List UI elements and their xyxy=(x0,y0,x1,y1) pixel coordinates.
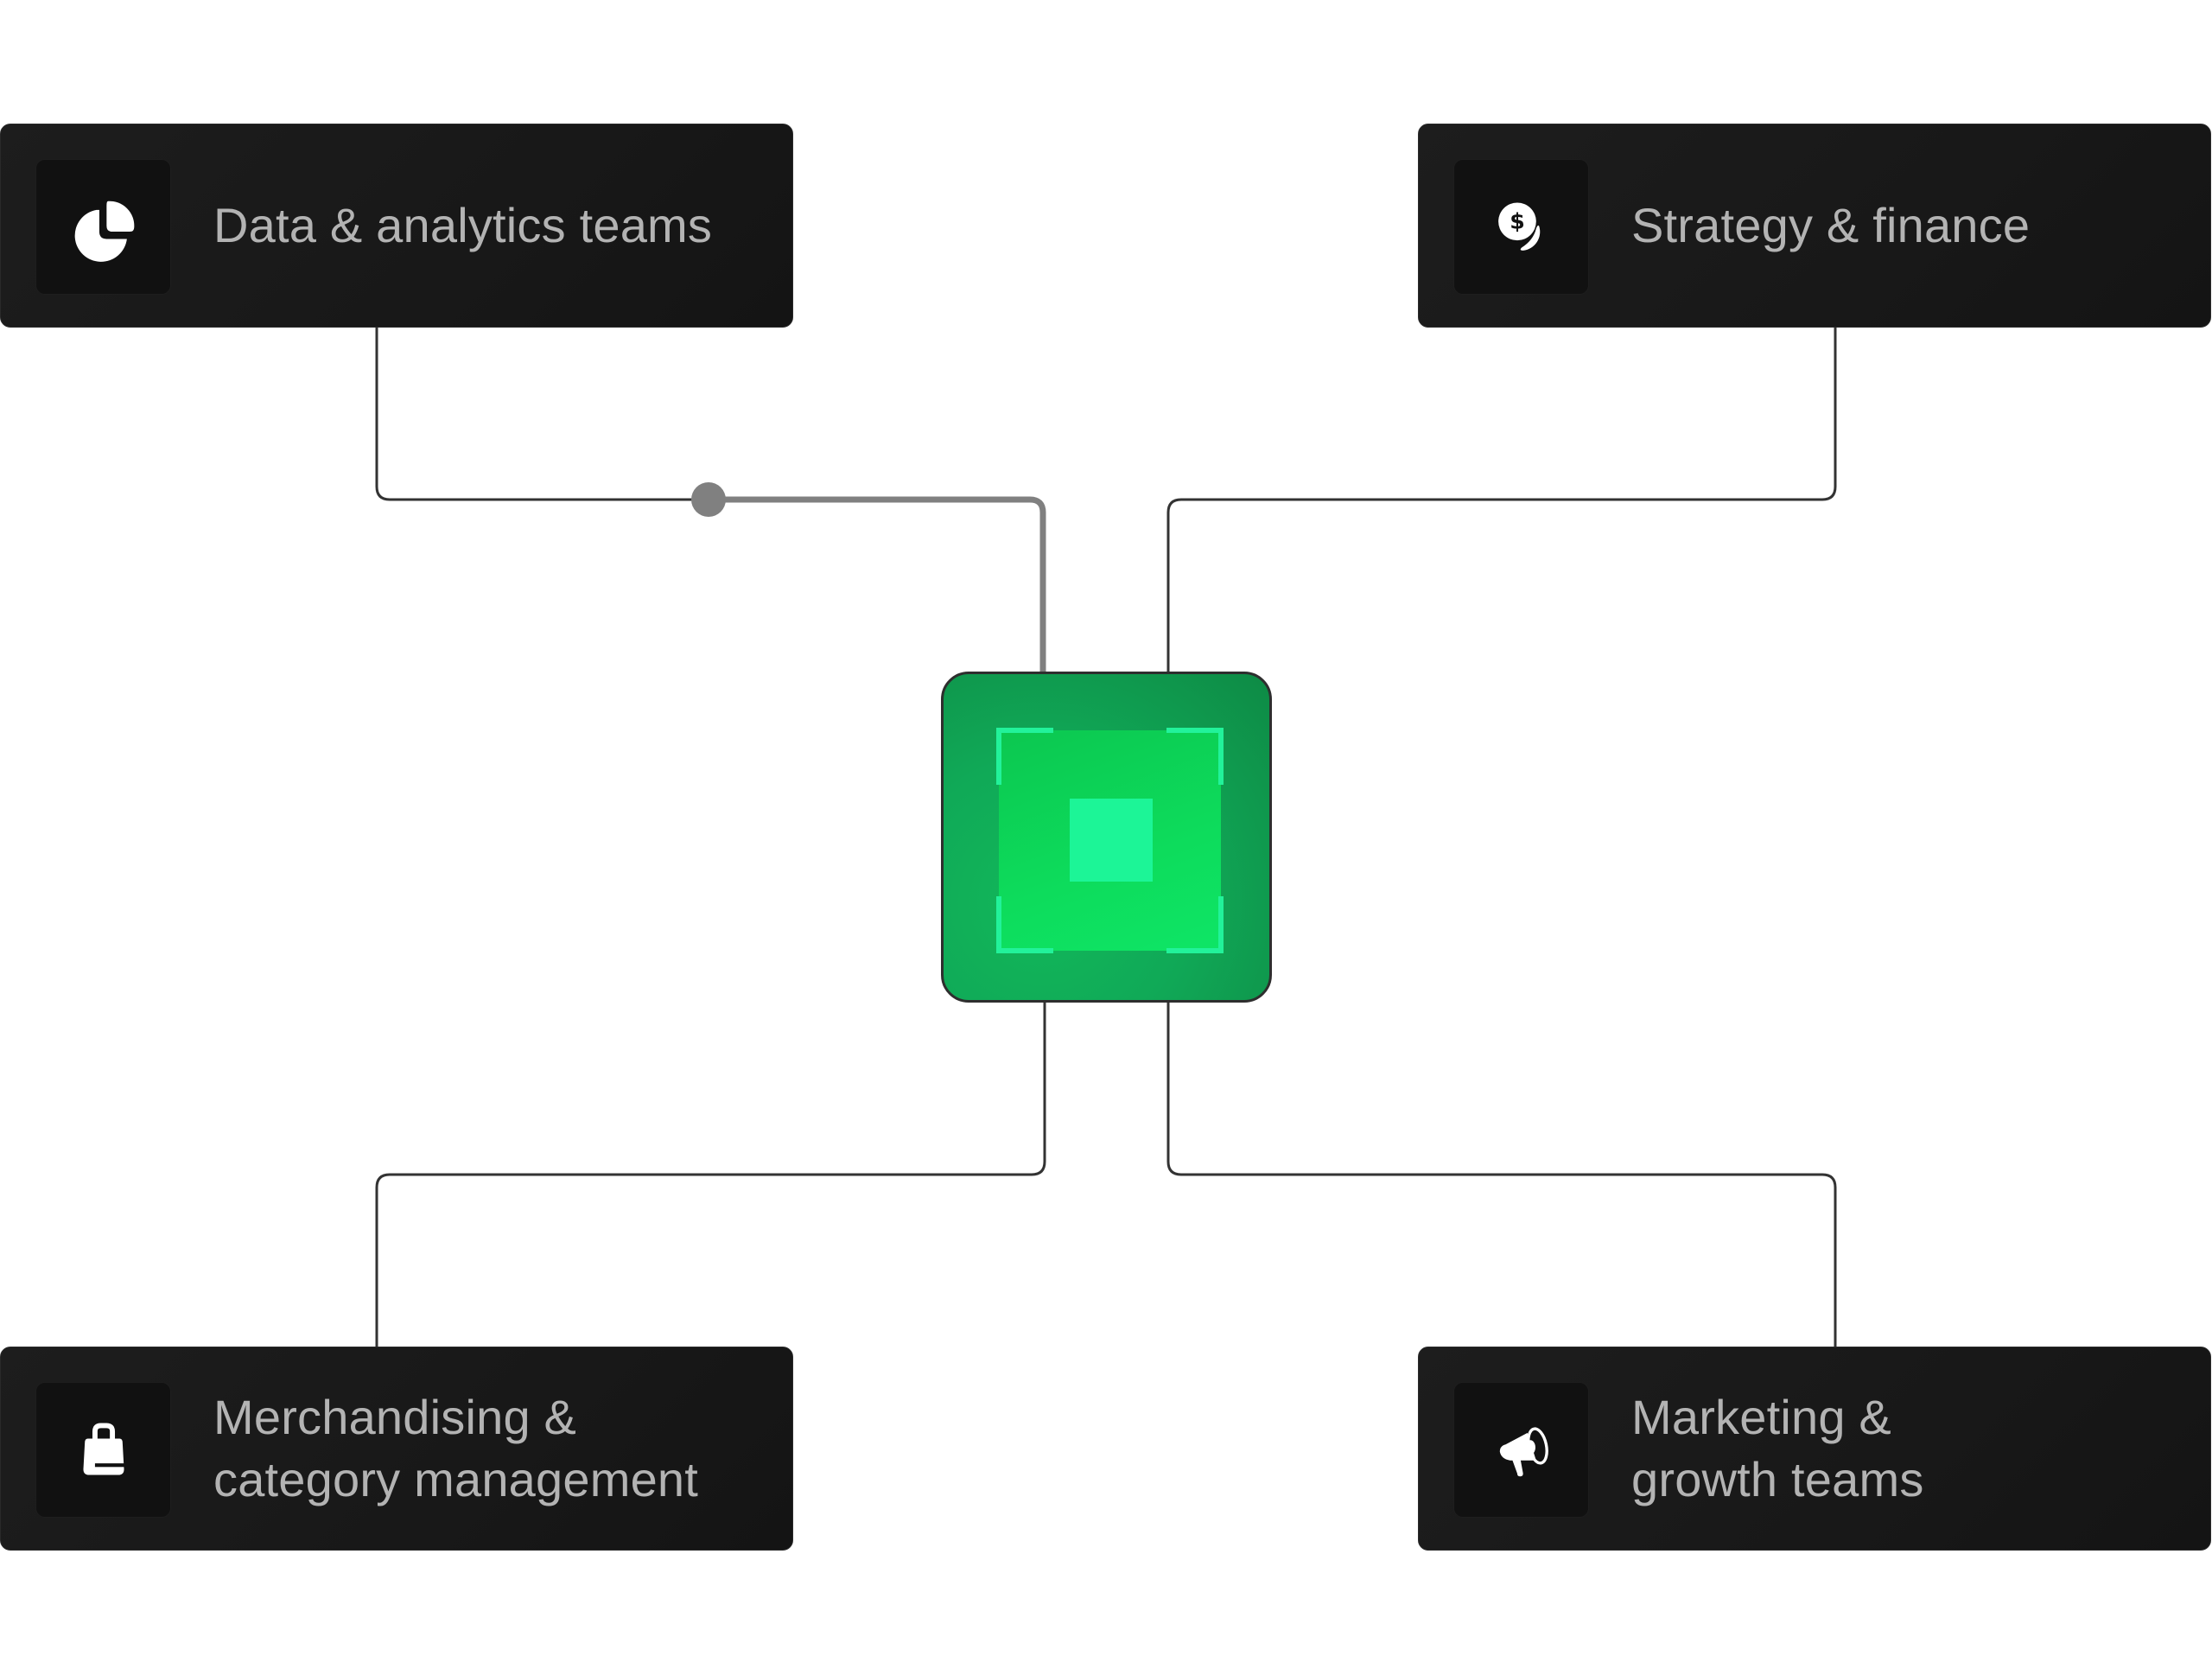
icon-box xyxy=(35,159,171,295)
corner-bracket-bottom-right xyxy=(1166,896,1224,953)
node-card-data-analytics[interactable]: Data & analytics teams xyxy=(0,124,793,328)
connector-hub-to-merch xyxy=(375,1002,1046,1347)
connector-strategy-to-hub xyxy=(1166,328,1837,673)
connector-data-to-hub-highlight xyxy=(709,496,1046,673)
node-label-line: category management xyxy=(213,1452,699,1506)
node-label: Marketing & growth teams xyxy=(1631,1386,1924,1511)
node-label-line: Data & analytics teams xyxy=(213,198,713,252)
connector-data-to-hub-dark xyxy=(375,328,709,501)
icon-box: $ xyxy=(1453,159,1589,295)
megaphone-icon xyxy=(1499,1426,1548,1476)
node-label-line: Strategy & finance xyxy=(1631,198,2031,252)
central-hub-node[interactable] xyxy=(941,672,1272,1003)
pie-chart-icon xyxy=(74,201,134,262)
node-card-marketing-growth[interactable]: Marketing & growth teams xyxy=(1418,1347,2211,1551)
node-card-strategy-finance[interactable]: $ Strategy & finance xyxy=(1418,124,2211,328)
shopping-bag-icon xyxy=(82,1423,124,1475)
node-label-line: Marketing & xyxy=(1631,1390,1891,1444)
connector-handle[interactable] xyxy=(691,482,726,517)
icon-box xyxy=(1453,1382,1589,1518)
node-card-merchandising[interactable]: Merchandising & category management xyxy=(0,1347,793,1551)
node-label: Strategy & finance xyxy=(1631,194,2030,257)
node-label-line: Merchandising & xyxy=(213,1390,577,1444)
connector-hub-to-marketing xyxy=(1166,1002,1837,1347)
corner-bracket-bottom-left xyxy=(996,896,1053,953)
corner-bracket-top-right xyxy=(1166,728,1224,785)
node-label: Merchandising & category management xyxy=(213,1386,698,1511)
coins-icon: $ xyxy=(1497,201,1540,251)
icon-box xyxy=(35,1382,171,1518)
hub-core-square xyxy=(1070,799,1153,882)
corner-bracket-top-left xyxy=(996,728,1053,785)
node-label-line: growth teams xyxy=(1631,1452,1924,1506)
node-label: Data & analytics teams xyxy=(213,194,712,257)
svg-text:$: $ xyxy=(1510,208,1525,233)
